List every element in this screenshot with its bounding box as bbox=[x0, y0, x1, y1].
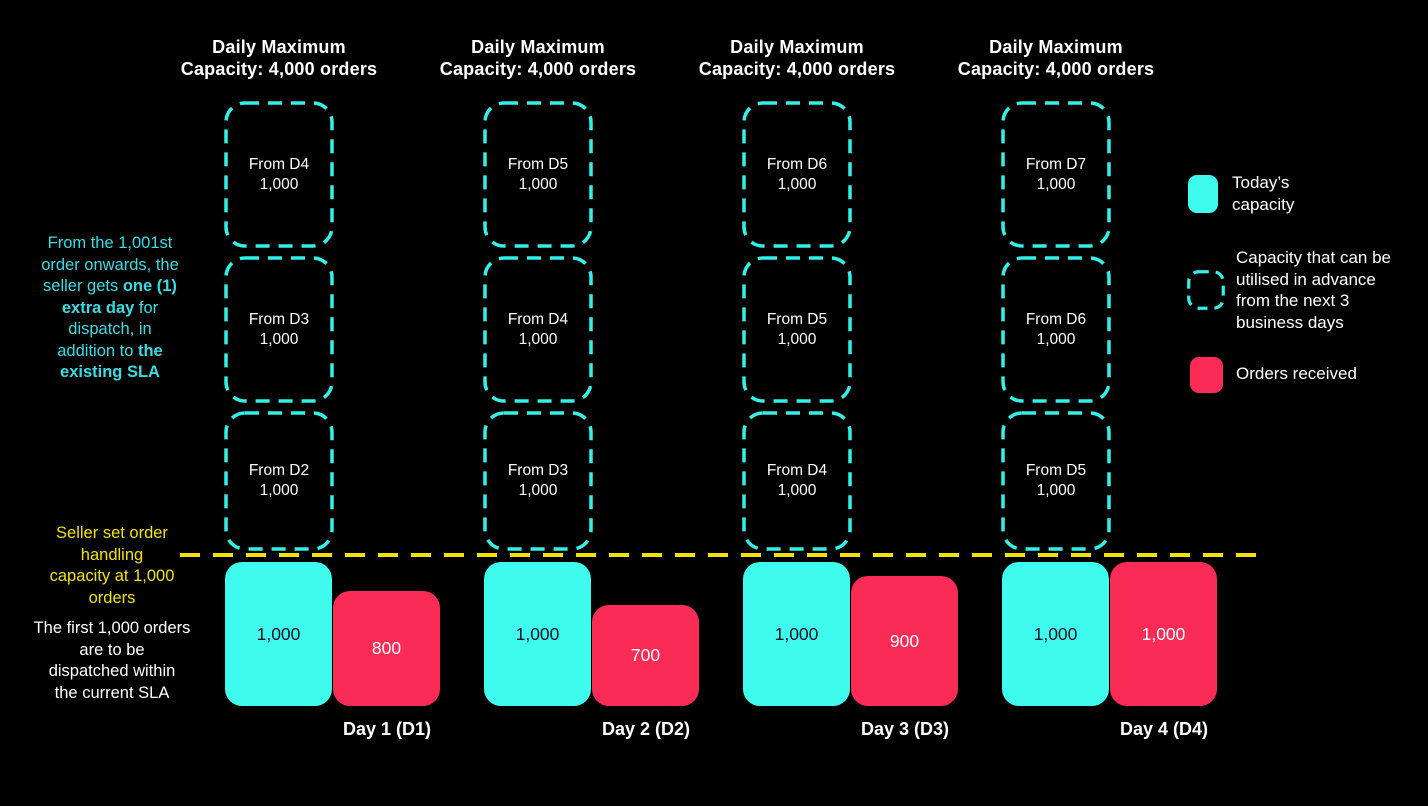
dashed-border bbox=[1001, 101, 1111, 248]
slot-label: From D2 bbox=[248, 462, 310, 479]
slot-value: 1,000 bbox=[1036, 175, 1076, 193]
slot-value: 1,000 bbox=[518, 175, 558, 193]
slot-value: 1,000 bbox=[259, 175, 299, 193]
today-capacity-box: 1,000 bbox=[225, 562, 332, 706]
future-capacity-box: From D6 1,000 bbox=[742, 101, 852, 248]
dashed-border bbox=[742, 101, 852, 248]
future-capacity-box: From D7 1,000 bbox=[1001, 101, 1111, 248]
future-capacity-box: From D2 1,000 bbox=[224, 411, 334, 551]
slot-label: From D3 bbox=[248, 310, 310, 328]
today-capacity-value: 1,000 bbox=[515, 623, 560, 644]
legend-orders-received-label: Orders received bbox=[1236, 364, 1357, 383]
dashed-border bbox=[224, 256, 334, 403]
legend-orders-received-swatch bbox=[1190, 357, 1223, 393]
slot-value: 1,000 bbox=[259, 482, 299, 499]
slot-label: From D4 bbox=[766, 462, 828, 479]
slot-label: From D7 bbox=[1025, 155, 1087, 173]
today-capacity-value: 1,000 bbox=[1033, 623, 1078, 644]
dashed-border bbox=[1001, 256, 1111, 403]
orders-received-value: 800 bbox=[371, 638, 402, 658]
orders-received-value: 900 bbox=[889, 630, 920, 651]
future-capacity-box: From D3 1,000 bbox=[224, 256, 334, 403]
slot-value: 1,000 bbox=[259, 330, 299, 348]
orders-received-box: 900 bbox=[851, 576, 958, 706]
day-label-1: Day 1 (D1) bbox=[342, 719, 432, 739]
slot-label: From D4 bbox=[248, 155, 310, 173]
today-capacity-box: 1,000 bbox=[1002, 562, 1109, 706]
day-label-4: Day 4 (D4) bbox=[1119, 719, 1209, 739]
future-capacity-box: From D4 1,000 bbox=[224, 101, 334, 248]
slot-label: From D6 bbox=[766, 155, 828, 173]
slot-value: 1,000 bbox=[518, 330, 558, 348]
slot-label: From D6 bbox=[1025, 310, 1087, 328]
dashed-border bbox=[224, 411, 334, 551]
dashed-border bbox=[483, 256, 593, 403]
capacity-threshold-line bbox=[180, 553, 1256, 557]
legend-today-capacity-swatch bbox=[1188, 175, 1218, 213]
orders-received-value: 1,000 bbox=[1141, 623, 1186, 644]
dashed-border bbox=[742, 256, 852, 403]
today-capacity-value: 1,000 bbox=[774, 623, 819, 644]
today-capacity-value: 1,000 bbox=[256, 623, 301, 644]
slot-value: 1,000 bbox=[777, 330, 817, 348]
today-capacity-box: 1,000 bbox=[484, 562, 591, 706]
orders-received-box: 700 bbox=[592, 605, 699, 706]
slot-value: 1,000 bbox=[518, 482, 558, 499]
future-capacity-box: From D4 1,000 bbox=[483, 256, 593, 403]
dashed-border bbox=[483, 411, 593, 551]
slot-value: 1,000 bbox=[1036, 330, 1076, 348]
legend-advance-capacity-swatch bbox=[1187, 270, 1225, 315]
dashed-border bbox=[224, 101, 334, 248]
orders-received-box: 1,000 bbox=[1110, 562, 1217, 706]
dashed-border bbox=[483, 101, 593, 248]
slot-label: From D5 bbox=[507, 155, 569, 173]
slot-label: From D5 bbox=[1025, 462, 1087, 479]
slot-value: 1,000 bbox=[777, 482, 817, 499]
future-capacity-box: From D3 1,000 bbox=[483, 411, 593, 551]
future-capacity-box: From D6 1,000 bbox=[1001, 256, 1111, 403]
slot-label: From D3 bbox=[507, 462, 569, 479]
slot-value: 1,000 bbox=[777, 175, 817, 193]
future-capacity-box: From D5 1,000 bbox=[1001, 411, 1111, 551]
future-capacity-box: From D5 1,000 bbox=[483, 101, 593, 248]
slot-label: From D4 bbox=[507, 310, 569, 328]
future-capacity-box: From D4 1,000 bbox=[742, 411, 852, 551]
dashed-border bbox=[742, 411, 852, 551]
future-capacity-box: From D5 1,000 bbox=[742, 256, 852, 403]
slot-value: 1,000 bbox=[1036, 482, 1076, 499]
orders-received-value: 700 bbox=[630, 645, 661, 665]
today-capacity-box: 1,000 bbox=[743, 562, 850, 706]
orders-received-box: 800 bbox=[333, 591, 440, 706]
day-label-2: Day 2 (D2) bbox=[601, 719, 691, 739]
dashed-border bbox=[1001, 411, 1111, 551]
slot-label: From D5 bbox=[766, 310, 828, 328]
day-label-3: Day 3 (D3) bbox=[860, 719, 950, 739]
